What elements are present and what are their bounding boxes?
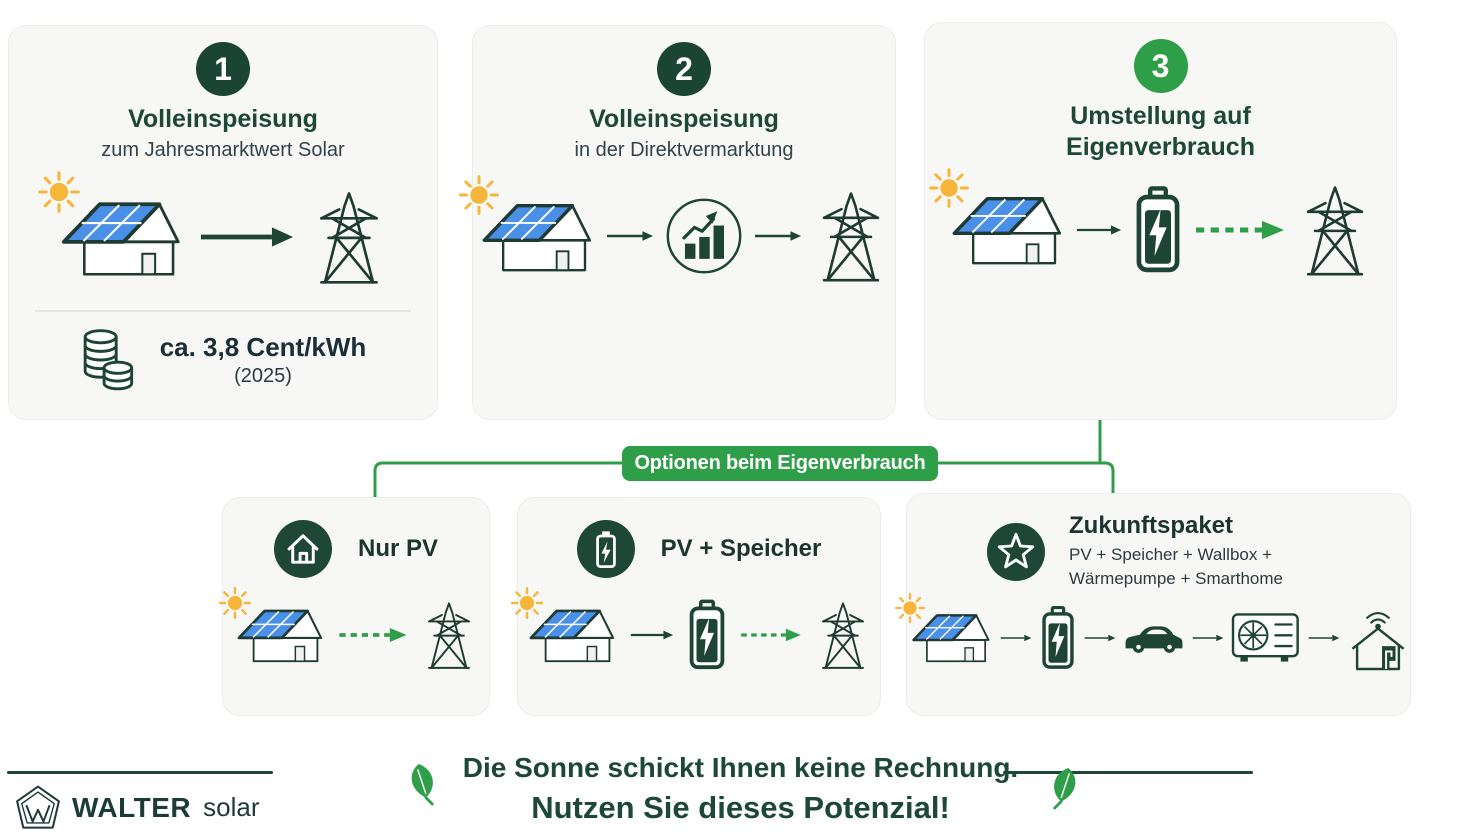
option-3-icon-row	[907, 604, 1410, 672]
house-solar-icon	[948, 187, 1066, 272]
sun-icon	[928, 167, 970, 209]
option-3-subtitle-line2: Wärmepumpe + Smarthome	[1069, 569, 1283, 589]
step-2-subtitle: in der Direktvermarktung	[574, 139, 794, 162]
step-3-icon-row	[925, 182, 1396, 278]
smart-home-wifi-icon	[1347, 604, 1409, 672]
option-card-zukunftspaket: Zukunftspaket PV + Speicher + Wallbox + …	[906, 493, 1411, 716]
option-3-header: Zukunftspaket PV + Speicher + Wallbox + …	[907, 512, 1410, 592]
step-3-title: Umstellung auf Eigenverbrauch	[925, 101, 1396, 164]
step-3-title-line1: Umstellung auf	[1070, 102, 1251, 130]
walter-solar-logo: WALTER solar	[14, 784, 260, 831]
step-1-badge: 1	[196, 42, 250, 96]
arrow-right-icon	[1000, 629, 1032, 647]
price-row: ca. 3,8 Cent/kWh (2025)	[9, 326, 437, 394]
step-1-title: Volleinspeisung	[128, 105, 318, 133]
heat-pump-icon	[1231, 612, 1301, 664]
power-pylon-icon	[814, 598, 872, 672]
step-2-badge: 2	[657, 42, 711, 96]
option-2-icon-row	[518, 598, 880, 672]
price-block: ca. 3,8 Cent/kWh (2025)	[160, 332, 367, 388]
arrow-right-icon	[1076, 219, 1122, 241]
brand-suffix: solar	[203, 792, 260, 822]
sun-icon	[458, 174, 500, 216]
footer-divider-left	[7, 771, 273, 774]
sun-icon	[218, 586, 252, 620]
house-solar-icon	[526, 602, 618, 669]
option-1-label: Nur PV	[357, 535, 438, 562]
sun-icon	[510, 586, 544, 620]
house-solar-icon	[57, 192, 185, 283]
ev-car-icon	[1123, 621, 1185, 655]
power-pylon-icon	[309, 188, 389, 286]
slogan-line2: Nutzen Sie dieses Potenzial!	[531, 790, 950, 825]
battery-storage-icon	[1039, 605, 1077, 671]
feed-in-tariff-value: ca. 3,8 Cent/kWh	[159, 332, 367, 363]
step-3-title-line2: Eigenverbrauch	[1066, 133, 1255, 162]
option-2-label: PV + Speicher	[660, 535, 822, 562]
sun-icon	[894, 592, 926, 624]
growth-chart-icon	[664, 196, 744, 276]
arrow-right-icon	[1192, 629, 1224, 647]
battery-storage-icon	[1132, 186, 1184, 274]
slogan-line1: Die Sonne schickt Ihnen keine Rechnung.	[462, 752, 1019, 783]
option-3-text: Zukunftspaket PV + Speicher + Wallbox + …	[1069, 512, 1283, 592]
dashed-arrow-right-icon	[1194, 219, 1286, 241]
sun-icon	[37, 170, 81, 214]
arrow-right-icon	[199, 225, 295, 249]
step-card-1: 1 Volleinspeisung zum Jahresmarktwert So…	[8, 25, 438, 420]
battery-storage-icon	[686, 599, 728, 671]
dashed-arrow-right-icon	[338, 625, 408, 645]
option-card-nur-pv: Nur PV	[222, 497, 490, 716]
brand-name: WALTER	[72, 791, 192, 823]
option-2-header: PV + Speicher	[518, 520, 880, 578]
star-icon	[987, 522, 1045, 581]
arrow-right-icon	[1308, 629, 1340, 647]
power-pylon-icon	[812, 188, 890, 284]
coins-icon	[80, 326, 142, 394]
step-2-icon-row	[473, 188, 895, 284]
option-1-icon-row	[223, 598, 489, 672]
power-pylon-icon	[1296, 182, 1374, 278]
arrow-right-icon	[1084, 629, 1116, 647]
step-2-title: Volleinspeisung	[589, 105, 779, 133]
option-1-header: Nur PV	[223, 520, 489, 578]
step-card-3: 3 Umstellung auf Eigenverbrauch	[924, 22, 1397, 420]
house-solar-icon	[909, 607, 993, 669]
option-3-subtitle: PV + Speicher + Wallbox + Wärmepumpe + S…	[1069, 543, 1283, 592]
option-card-pv-speicher: PV + Speicher	[517, 497, 881, 716]
arrow-right-icon	[754, 225, 802, 247]
option-3-subtitle-line1: PV + Speicher + Wallbox +	[1069, 544, 1273, 564]
arrow-right-icon	[606, 225, 654, 247]
step-3-badge: 3	[1133, 39, 1188, 93]
step-1-icon-row	[9, 188, 437, 286]
arrow-right-icon	[630, 625, 674, 645]
battery-icon	[576, 520, 635, 578]
power-pylon-icon	[420, 598, 478, 672]
footer-divider-right	[1003, 771, 1253, 774]
options-banner: Optionen beim Eigenverbrauch	[622, 446, 938, 481]
step-card-2: 2 Volleinspeisung in der Direktvermarktu…	[472, 25, 896, 420]
option-3-title: Zukunftspaket	[1069, 512, 1234, 539]
house-solar-icon	[478, 194, 596, 279]
divider	[35, 310, 411, 313]
step-1-subtitle: zum Jahresmarktwert Solar	[101, 139, 345, 162]
home-icon	[273, 520, 332, 578]
house-solar-icon	[234, 602, 326, 669]
feed-in-tariff-year: (2025)	[234, 365, 292, 388]
dashed-arrow-right-icon	[740, 625, 802, 645]
